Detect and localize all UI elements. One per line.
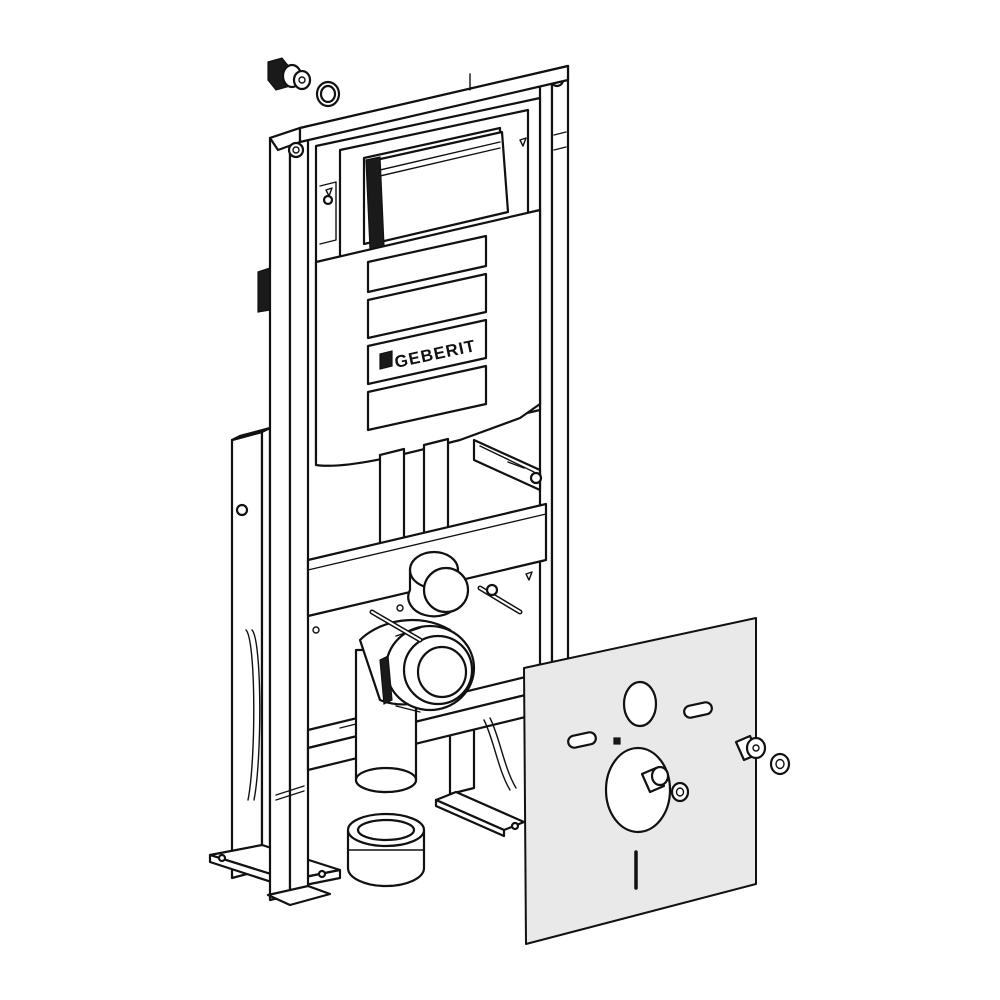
angle-valve: [267, 57, 312, 91]
insulation-cutout-flush: [622, 680, 658, 728]
right-adjustable-foot: [434, 717, 526, 838]
actuator-plate-opening: [362, 126, 510, 250]
flush-inlet-pipe: [407, 550, 470, 618]
frame-right-post: [538, 64, 570, 696]
right-wall-bracket: [472, 438, 543, 492]
seal-ring: [315, 80, 341, 108]
pipe-connector: [379, 624, 476, 713]
insulation-cutout-drain: [604, 746, 672, 834]
frame-top-bar: [268, 64, 570, 159]
insulation-cutout-slot-right: [683, 701, 713, 719]
insulation-fixing-screws: [640, 734, 791, 803]
pipe-connector-sleeve: [346, 812, 426, 888]
insulation-cutout-slot-left: [567, 731, 597, 749]
wc-bowl-bolts: [369, 583, 523, 643]
sound-insulation-set: [523, 617, 757, 945]
